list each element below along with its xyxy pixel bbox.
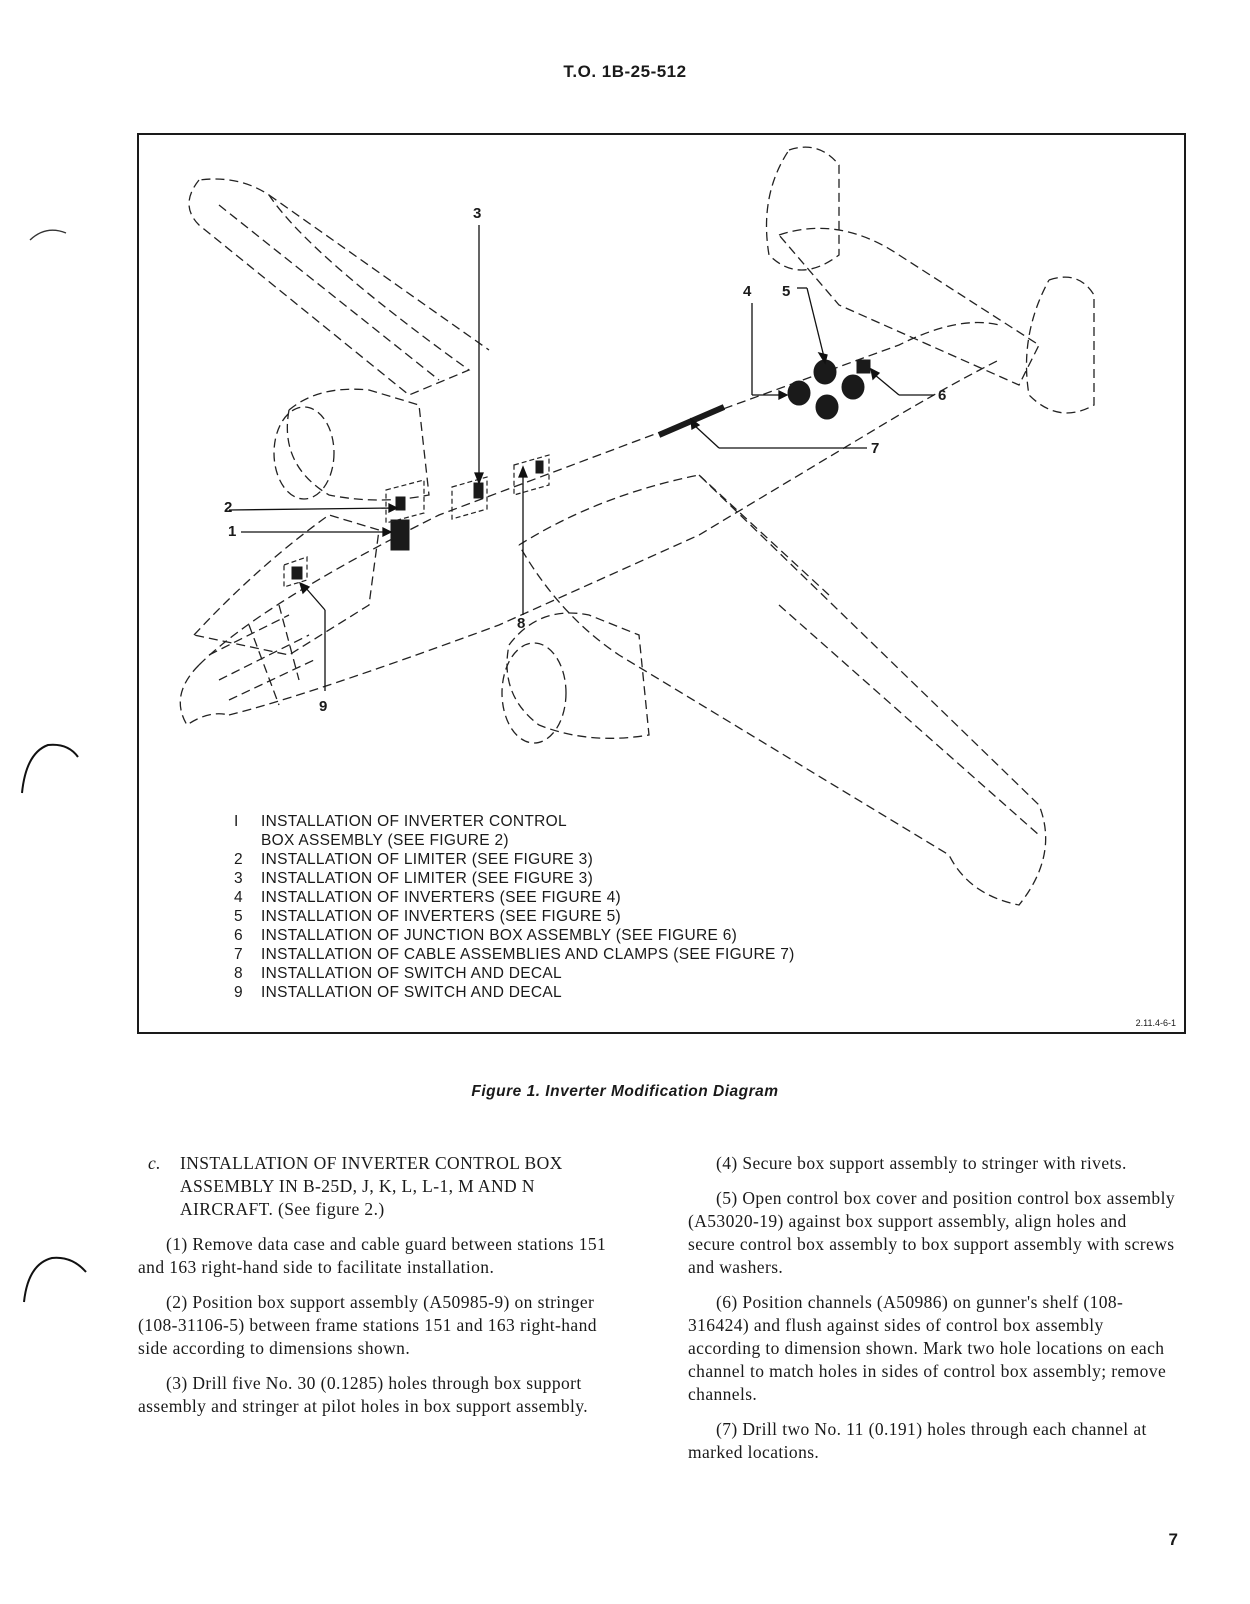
binder-hole-mark-middle (21, 743, 79, 794)
nose-outline (179, 664, 230, 726)
component-3-limiter (473, 482, 484, 499)
figure-code: 2.11.4-6-1 (1135, 1018, 1176, 1028)
section-heading: c. INSTALLATION OF INVERTER CONTROL BOX … (138, 1152, 608, 1221)
left-column: c. INSTALLATION OF INVERTER CONTROL BOX … (138, 1152, 608, 1430)
binder-hole-mark-bottom (23, 1256, 87, 1303)
component-8-switch (535, 460, 544, 474)
component-4-inverter-a (787, 380, 811, 406)
legend-item-continuation: BOX ASSEMBLY (SEE FIGURE 2) (261, 832, 509, 849)
left-fin (765, 146, 840, 271)
step-7-paragraph: (7) Drill two No. 11 (0.191) holes throu… (688, 1419, 1147, 1462)
component-2-limiter (395, 496, 406, 511)
right-engine (506, 612, 650, 739)
component-9-switch (291, 566, 303, 580)
aircraft-drawing (179, 146, 1095, 906)
callout-3: 3 (473, 205, 482, 222)
section-heading-text: INSTALLATION OF INVERTER CONTROL BOX ASS… (180, 1153, 563, 1219)
section-heading-label: c. (148, 1153, 161, 1173)
left-engine (286, 388, 430, 501)
page-number: 7 (1168, 1530, 1178, 1549)
component-4-inverter-b (815, 394, 839, 420)
figure-caption: Figure 1. Inverter Modification Diagram (471, 1083, 779, 1100)
fuselage-outline (198, 321, 1000, 666)
left-wing-outline (188, 178, 471, 396)
right-column: (4) Secure box support assembly to strin… (688, 1152, 1178, 1476)
callout-6: 6 (938, 387, 947, 404)
callout-1: 1 (228, 523, 237, 540)
right-wing-outline (518, 474, 1047, 906)
step-5-paragraph: (5) Open control box cover and position … (688, 1188, 1175, 1277)
callout-2: 2 (224, 499, 233, 516)
step-1-paragraph: (1) Remove data case and cable guard bet… (138, 1234, 607, 1277)
binder-hole-mark-top (29, 229, 67, 241)
step-4-paragraph: (4) Secure box support assembly to strin… (716, 1153, 1127, 1173)
callout-8: 8 (517, 615, 526, 632)
callout-9: 9 (319, 698, 328, 715)
step-6-paragraph: (6) Position channels (A50986) on gunner… (688, 1292, 1167, 1404)
component-1-control-box (390, 519, 410, 551)
document-number-header: T.O. 1B-25-512 (563, 62, 687, 81)
right-fin (1025, 276, 1095, 414)
step-2-paragraph: (2) Position box support assembly (A5098… (138, 1292, 597, 1358)
callout-5: 5 (782, 283, 791, 300)
fuselage-underside (228, 359, 1000, 716)
component-5-inverter-b (841, 374, 865, 400)
step-3-paragraph: (3) Drill five No. 30 (0.1285) holes thr… (138, 1373, 589, 1416)
tail-section (777, 227, 1040, 386)
callout-7: 7 (871, 440, 880, 457)
callout-4: 4 (743, 283, 752, 300)
component-6-junction-box (856, 359, 871, 374)
